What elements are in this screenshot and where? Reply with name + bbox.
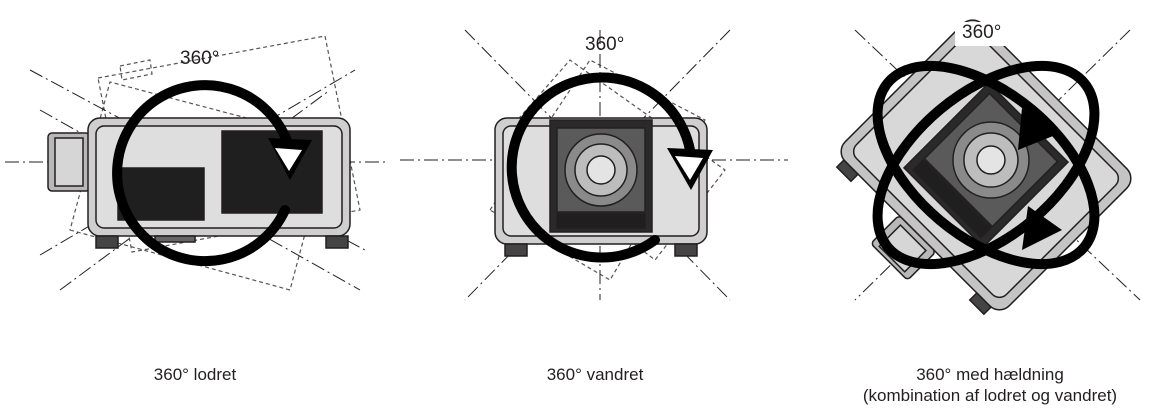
panel-horizontal-rotation: 360° 360° vandret [395, 0, 790, 408]
projector-body [494, 117, 708, 257]
projector-side-view-diagram [5, 35, 388, 291]
panel-caption: 360° vandret [546, 365, 644, 384]
panel-tilted-rotation: 360° 360° med hældning (kombination af l… [800, 0, 1168, 408]
rotation-arrow [506, 72, 695, 263]
projector-tilted-view-diagram [835, 19, 1141, 316]
rotation-angle-label: 360° [180, 48, 220, 69]
rotation-arrowhead [1022, 206, 1062, 250]
panel-caption: 360° med hældning [916, 365, 1064, 384]
rotation-arrow [112, 80, 295, 267]
rotation-angle-label: 360° [962, 22, 1002, 43]
rotation-arrowhead [1018, 108, 1058, 150]
panel-caption-line-2: (kombination af lodret og vandret) [862, 386, 1118, 405]
panel-caption: 360° lodret [153, 365, 237, 384]
rotation-angle-label: 360° [585, 34, 625, 55]
projector-front-view-diagram [400, 29, 788, 301]
panel-vertical-rotation: 360° 360° lodret [0, 0, 390, 408]
projector-body [47, 117, 351, 249]
